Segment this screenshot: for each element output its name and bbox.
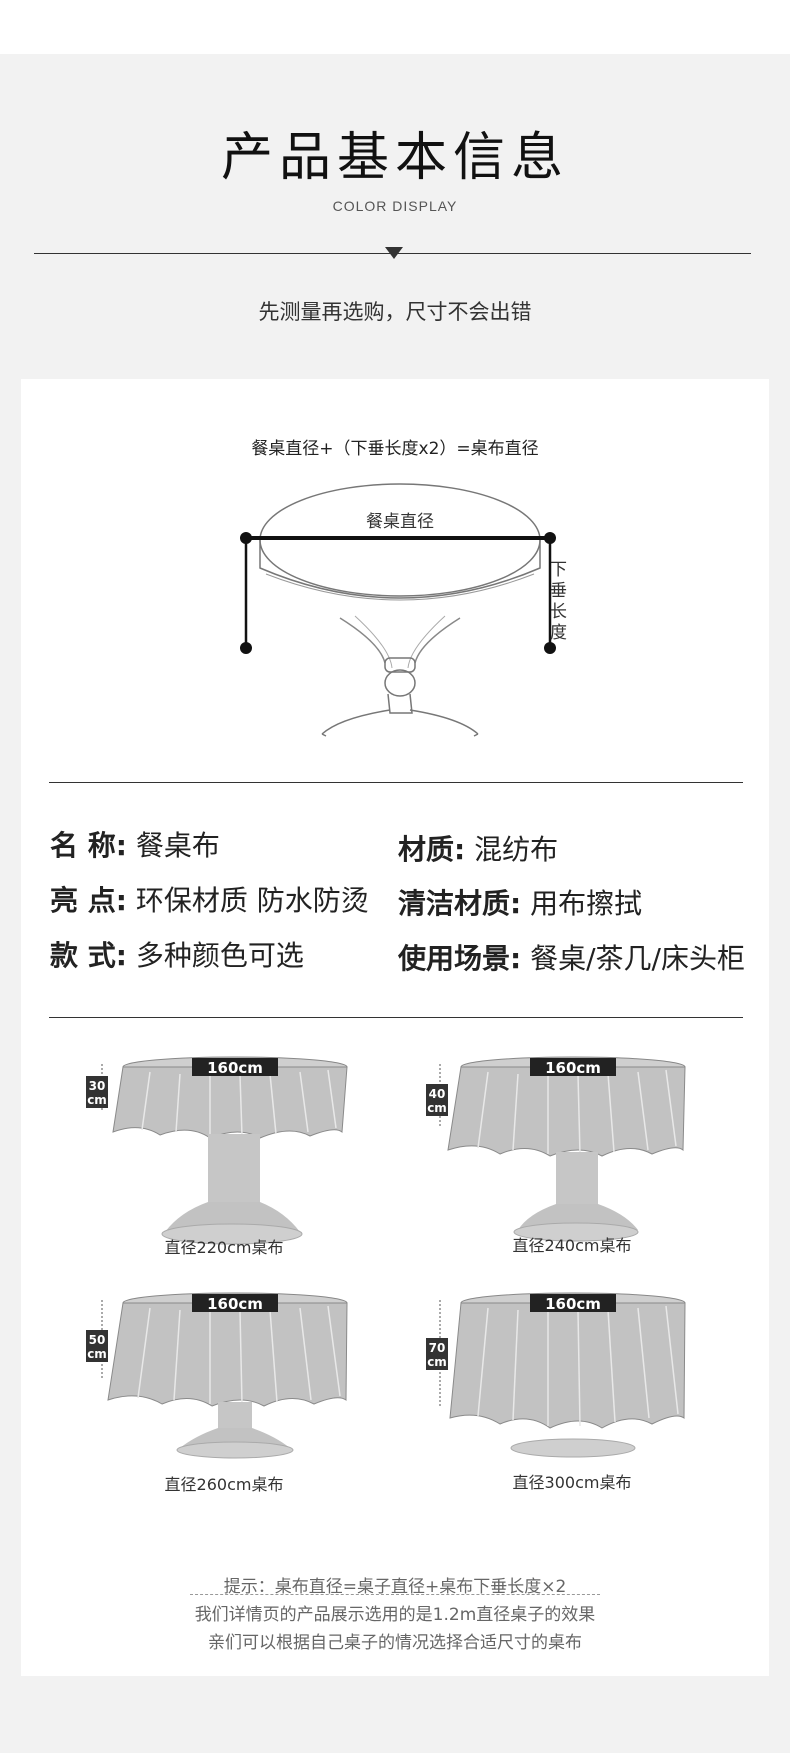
drop-unit-label: cm bbox=[427, 1355, 447, 1369]
table-size-label: 160cm bbox=[545, 1059, 601, 1077]
drop-unit-label: cm bbox=[87, 1093, 107, 1107]
spec-feature: 亮 点: 环保材质 防水防烫 bbox=[50, 879, 369, 919]
table-size-label: 160cm bbox=[545, 1295, 601, 1313]
spec-usage-value: 餐桌/茶几/床头柜 bbox=[530, 942, 745, 975]
spec-usage-key: 使用场景: bbox=[398, 942, 522, 975]
drop-value-label: 40 bbox=[429, 1087, 446, 1101]
spec-clean: 清洁材质: 用布擦拭 bbox=[398, 882, 642, 922]
spec-feature-key: 亮 点: bbox=[50, 884, 127, 917]
spec-clean-value: 用布擦拭 bbox=[530, 887, 643, 920]
drop-value-label: 50 bbox=[89, 1333, 106, 1347]
tablecloth-260-caption: 直径260cm桌布 bbox=[164, 1475, 284, 1494]
drop-value-label: 70 bbox=[429, 1341, 446, 1355]
drop-value-label: 30 bbox=[89, 1079, 106, 1093]
spec-material-key: 材质: bbox=[398, 833, 466, 866]
spec-feature-value: 环保材质 防水防烫 bbox=[135, 884, 369, 917]
formula-text: 餐桌直径+（下垂长度x2）=桌布直径 bbox=[251, 439, 539, 459]
tablecloth-220-caption: 直径220cm桌布 bbox=[164, 1238, 284, 1257]
table-measure-diagram: 餐桌直径 下 垂 长 度 bbox=[240, 483, 567, 737]
spec-name-key: 名 称: bbox=[50, 829, 127, 862]
note-line-3: 亲们可以根据自己桌子的情况选择合适尺寸的桌布 bbox=[208, 1633, 582, 1653]
divider-triangle-icon bbox=[385, 247, 403, 259]
drop-label-3: 长 bbox=[550, 602, 567, 622]
page-title: 产品基本信息 bbox=[220, 128, 569, 188]
spec-bottom-divider bbox=[49, 1017, 743, 1018]
drop-unit-label: cm bbox=[427, 1101, 447, 1115]
spec-clean-key: 清洁材质: bbox=[398, 887, 522, 920]
tablecloth-240-caption: 直径240cm桌布 bbox=[512, 1236, 632, 1255]
spec-name-value: 餐桌布 bbox=[135, 829, 220, 862]
spec-style-value: 多种颜色可选 bbox=[135, 939, 304, 972]
spec-usage: 使用场景: 餐桌/茶几/床头柜 bbox=[398, 937, 745, 977]
drop-unit-label: cm bbox=[87, 1347, 107, 1361]
drop-label-1: 下 bbox=[550, 560, 567, 580]
note-line-1: 提示：桌布直径=桌子直径+桌布下垂长度×2 bbox=[223, 1577, 567, 1597]
tablecloth-260-illustration: 160cm 50 cm bbox=[86, 1292, 348, 1459]
tablecloth-240-illustration: 160cm 40 cm bbox=[426, 1056, 686, 1242]
note-line-2: 我们详情页的产品展示选用的是1.2m直径桌子的效果 bbox=[194, 1605, 596, 1625]
spec-name: 名 称: 餐桌布 bbox=[50, 824, 220, 864]
tablecloth-300-illustration: 160cm 70 cm bbox=[426, 1292, 686, 1458]
tablecloth-300-caption: 直径300cm桌布 bbox=[512, 1473, 632, 1492]
note-dashed-rule bbox=[190, 1594, 600, 1596]
diameter-label: 餐桌直径 bbox=[366, 512, 434, 532]
spec-top-divider bbox=[49, 782, 743, 783]
spec-material: 材质: 混纺布 bbox=[398, 828, 558, 868]
table-size-label: 160cm bbox=[207, 1295, 263, 1313]
table-size-label: 160cm bbox=[207, 1059, 263, 1077]
spec-style: 款 式: 多种颜色可选 bbox=[50, 934, 304, 974]
drop-label-4: 度 bbox=[550, 623, 567, 643]
tablecloth-220-illustration: 160cm 30 cm bbox=[86, 1056, 348, 1245]
page-subtitle: COLOR DISPLAY bbox=[332, 198, 458, 214]
spec-material-value: 混纺布 bbox=[474, 833, 559, 866]
measure-tip: 先测量再选购，尺寸不会出错 bbox=[258, 300, 532, 324]
spec-style-key: 款 式: bbox=[50, 939, 127, 972]
info-card bbox=[21, 379, 769, 1026]
drop-label-2: 垂 bbox=[550, 581, 567, 601]
page-top-band bbox=[0, 0, 790, 54]
